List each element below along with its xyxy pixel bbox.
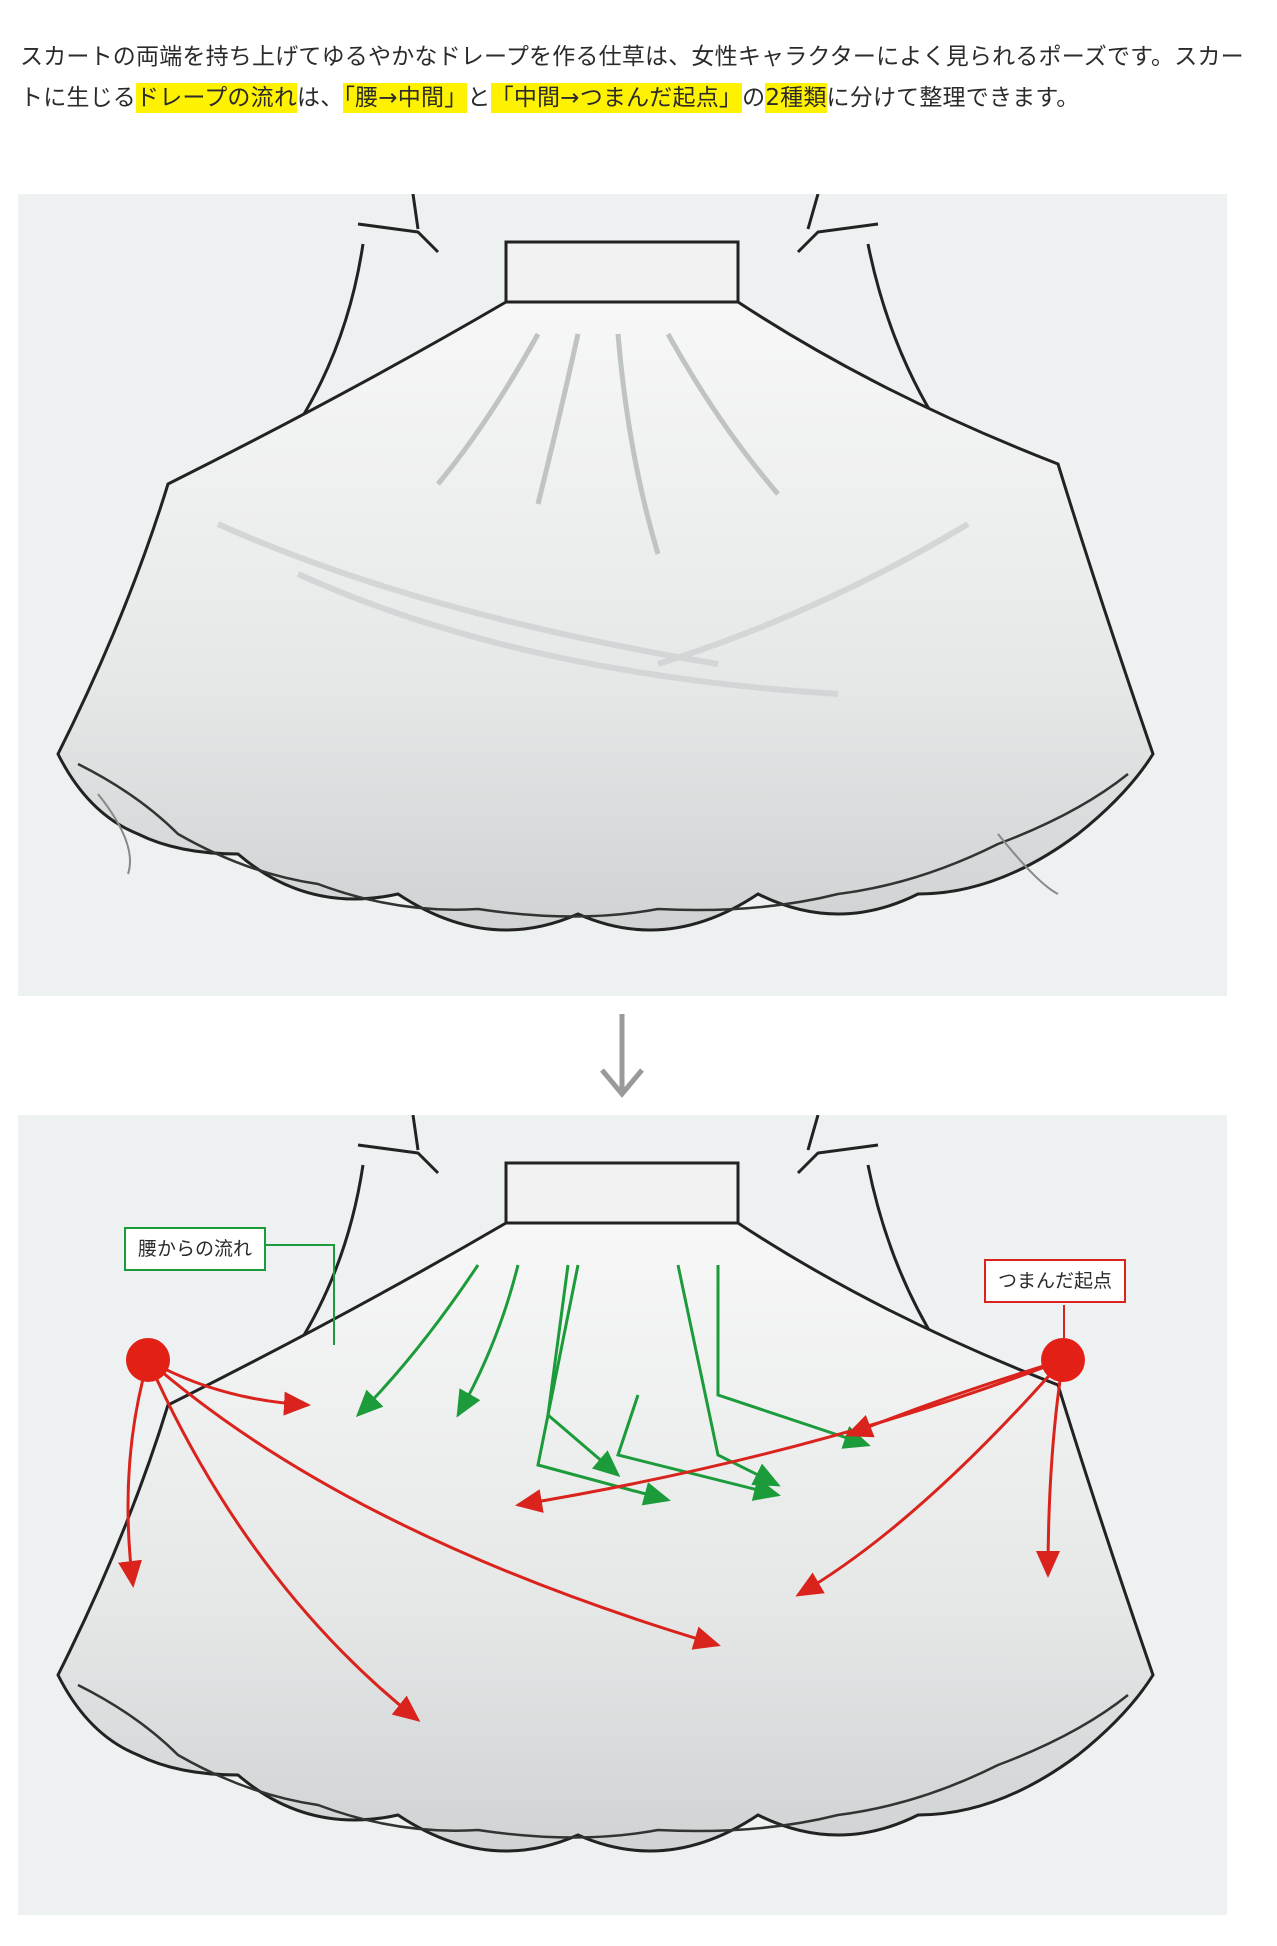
pinch-flow-arrow (146, 1359, 421, 1722)
intro-text: スカートの両端を持ち上げてゆるやかなドレープを作る仕草は、女性キャラクターによく… (20, 44, 1244, 111)
waist-flow-arrow (536, 1264, 671, 1506)
waist-flow-label-text: 腰からの流れ (138, 1238, 253, 1260)
pinch-point-label: つまんだ起点 (984, 1259, 1127, 1303)
pinch-flow-arrow (1036, 1359, 1065, 1578)
pinch-point-label-text: つまんだ起点 (998, 1270, 1113, 1292)
pinch-flow-arrow (147, 1358, 721, 1650)
arrow-down-icon (597, 1012, 647, 1102)
pinch-flow-arrow (515, 1358, 1064, 1513)
waist-flow-arrow (716, 1265, 871, 1449)
waist-flow-label: 腰からの流れ (124, 1227, 267, 1271)
highlight-drape-flow: ドレープの流れ (136, 83, 298, 113)
pinch-flow-arrow (118, 1359, 150, 1588)
highlight-middle-to-pinch: 「中間→つまんだ起点」 (490, 83, 743, 113)
pinch-point-left (126, 1338, 170, 1382)
pinch-flow-arrow (845, 1358, 1064, 1438)
skirt-drawing-annotated (56, 1115, 1155, 1853)
waist-flow-arrow (616, 1394, 781, 1501)
skirt-drawing (56, 194, 1155, 932)
highlight-two-kinds: 2種類 (765, 83, 827, 113)
waist-flow-arrow (355, 1264, 480, 1418)
skirt-illustration-annotated: 腰からの流れ つまんだ起点 (18, 1115, 1227, 1915)
highlight-waist-to-middle: 「腰→中間」 (343, 83, 468, 113)
intro-text: と (467, 85, 491, 111)
intro-paragraph: スカートの両端を持ち上げてゆるやかなドレープを作る仕草は、女性キャラクターによく… (20, 37, 1260, 119)
waist-flow-arrow (676, 1264, 781, 1487)
intro-text: の (742, 85, 766, 111)
waist-flow-arrows (355, 1264, 871, 1506)
pinch-point-right (1041, 1338, 1085, 1382)
skirt-illustration-top (18, 194, 1227, 996)
intro-text: は、 (297, 85, 344, 111)
waist-flow-leader (252, 1244, 335, 1345)
pinch-flow-arrow (795, 1359, 1065, 1597)
waist-flow-arrow (456, 1264, 520, 1418)
pinch-flow-arrows (118, 1358, 1065, 1722)
intro-text: に分けて整理できます。 (826, 85, 1080, 111)
